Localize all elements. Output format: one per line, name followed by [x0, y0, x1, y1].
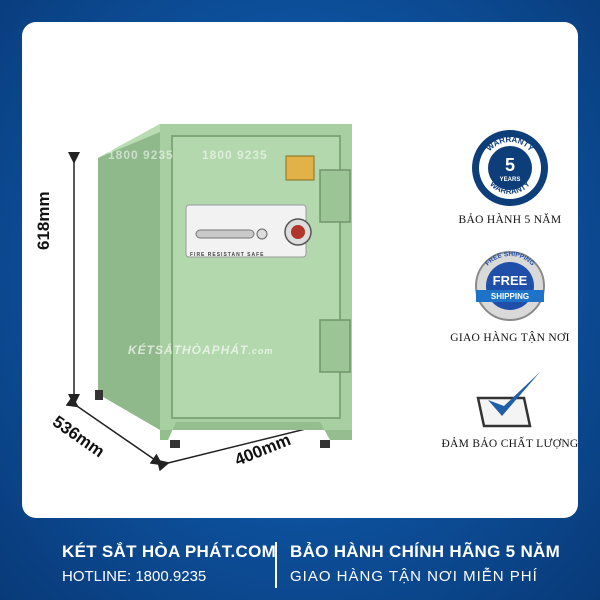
- footer: KÉT SẮT HÒA PHÁT.COM HOTLINE: 1800.9235 …: [0, 530, 600, 600]
- shipping-badge: FREE SHIPPING FREE SHIPPING GIAO HÀNG TẬ…: [440, 250, 580, 344]
- quality-label: ĐẢM BẢO CHẤT LƯỢNG: [441, 438, 579, 450]
- depth-dimension-line: [65, 395, 163, 466]
- safe-side-panel: [98, 124, 160, 430]
- dial-center: [291, 225, 305, 239]
- footer-divider: [275, 542, 277, 588]
- safe-door: [171, 135, 341, 419]
- brand-plate: [285, 155, 315, 181]
- safe-base: [160, 422, 352, 440]
- footer-shipping: GIAO HÀNG TẬN NƠI MIỄN PHÍ: [290, 568, 538, 585]
- bottom-hinge: [319, 319, 351, 373]
- shipping-label: GIAO HÀNG TẬN NƠI: [450, 332, 570, 344]
- svg-text:FREE: FREE: [493, 273, 528, 288]
- door-label: FIRE RESISTANT SAFE: [190, 252, 265, 258]
- svg-text:5: 5: [505, 155, 515, 175]
- footer-right: BẢO HÀNH CHÍNH HÃNG 5 NĂM GIAO HÀNG TẬN …: [290, 542, 560, 585]
- back-wheel: [95, 390, 103, 400]
- quality-badge: ĐẢM BẢO CHẤT LƯỢNG: [440, 366, 580, 450]
- footer-left: KÉT SẮT HÒA PHÁT.COM HOTLINE: 1800.9235: [62, 542, 276, 585]
- warranty-badge: WARRANTY WARRANTY 5 YEARS BẢO HÀNH 5 NĂM: [440, 128, 580, 226]
- top-hinge: [319, 169, 351, 223]
- hotline-watermark-1: 1800 9235: [108, 148, 174, 162]
- right-wheel: [320, 440, 330, 448]
- door-handle: [195, 229, 255, 239]
- svg-text:YEARS: YEARS: [500, 177, 521, 183]
- key-lock: [256, 228, 268, 240]
- svg-text:SHIPPING: SHIPPING: [491, 292, 529, 301]
- warranty-label: BẢO HÀNH 5 NĂM: [458, 214, 562, 226]
- site-watermark-suffix: .com: [248, 346, 274, 356]
- quality-check-icon: [476, 372, 540, 428]
- hotline-watermark-2: 1800 9235: [202, 148, 268, 162]
- site-watermark-main: KÉTSẮTHÒAPHÁT: [128, 343, 249, 357]
- footer-brand: KÉT SẮT HÒA PHÁT.COM: [62, 542, 277, 561]
- left-wheel: [170, 440, 180, 448]
- site-watermark: KÉTSẮTHÒAPHÁT.com: [128, 343, 273, 357]
- free-shipping-seal-icon: FREE SHIPPING FREE SHIPPING: [475, 251, 545, 321]
- footer-warranty: BẢO HÀNH CHÍNH HÃNG 5 NĂM: [290, 542, 561, 561]
- footer-hotline: HOTLINE: 1800.9235: [62, 568, 207, 585]
- warranty-seal-icon: WARRANTY WARRANTY 5 YEARS: [472, 130, 548, 206]
